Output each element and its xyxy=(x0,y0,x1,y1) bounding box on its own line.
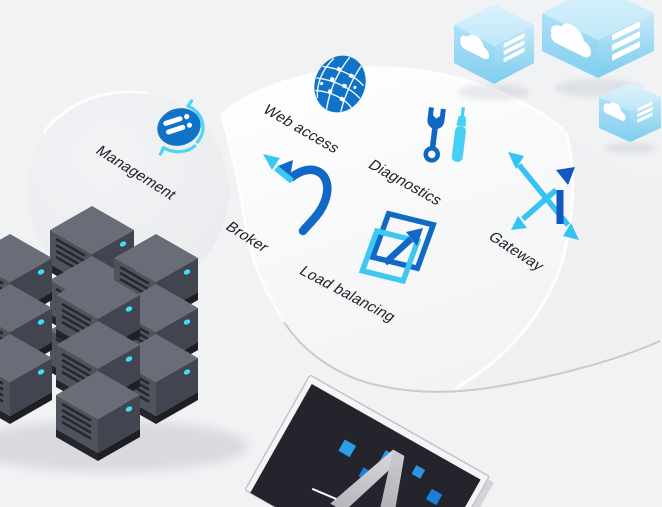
vm-cube xyxy=(599,83,661,142)
monitor xyxy=(244,374,494,507)
management-icon xyxy=(157,99,205,156)
vm-cube xyxy=(542,0,654,78)
list-bars-icon xyxy=(637,101,653,123)
cloud-vm-cubes xyxy=(454,0,661,154)
azure-a-logo xyxy=(311,449,405,507)
load-balancing-icon xyxy=(358,210,437,285)
broker-icon xyxy=(263,154,332,236)
server-rack xyxy=(0,204,248,472)
cloud-icon xyxy=(603,102,626,121)
cloud-bottom-edge xyxy=(283,321,661,393)
list-bars-icon xyxy=(612,21,640,61)
server-tower xyxy=(54,269,142,463)
vm-cube xyxy=(454,4,534,84)
diagnostics-icon xyxy=(423,107,466,163)
cloud-icon xyxy=(551,23,591,58)
cloud-icon xyxy=(460,34,490,60)
list-bars-icon xyxy=(503,33,525,63)
gateway-icon xyxy=(508,152,579,240)
screwdriver-icon xyxy=(451,107,466,162)
wrench-icon xyxy=(423,107,446,163)
web-access-icon xyxy=(314,55,366,113)
cloud-right-shade xyxy=(455,132,662,389)
server-tower xyxy=(0,232,54,426)
